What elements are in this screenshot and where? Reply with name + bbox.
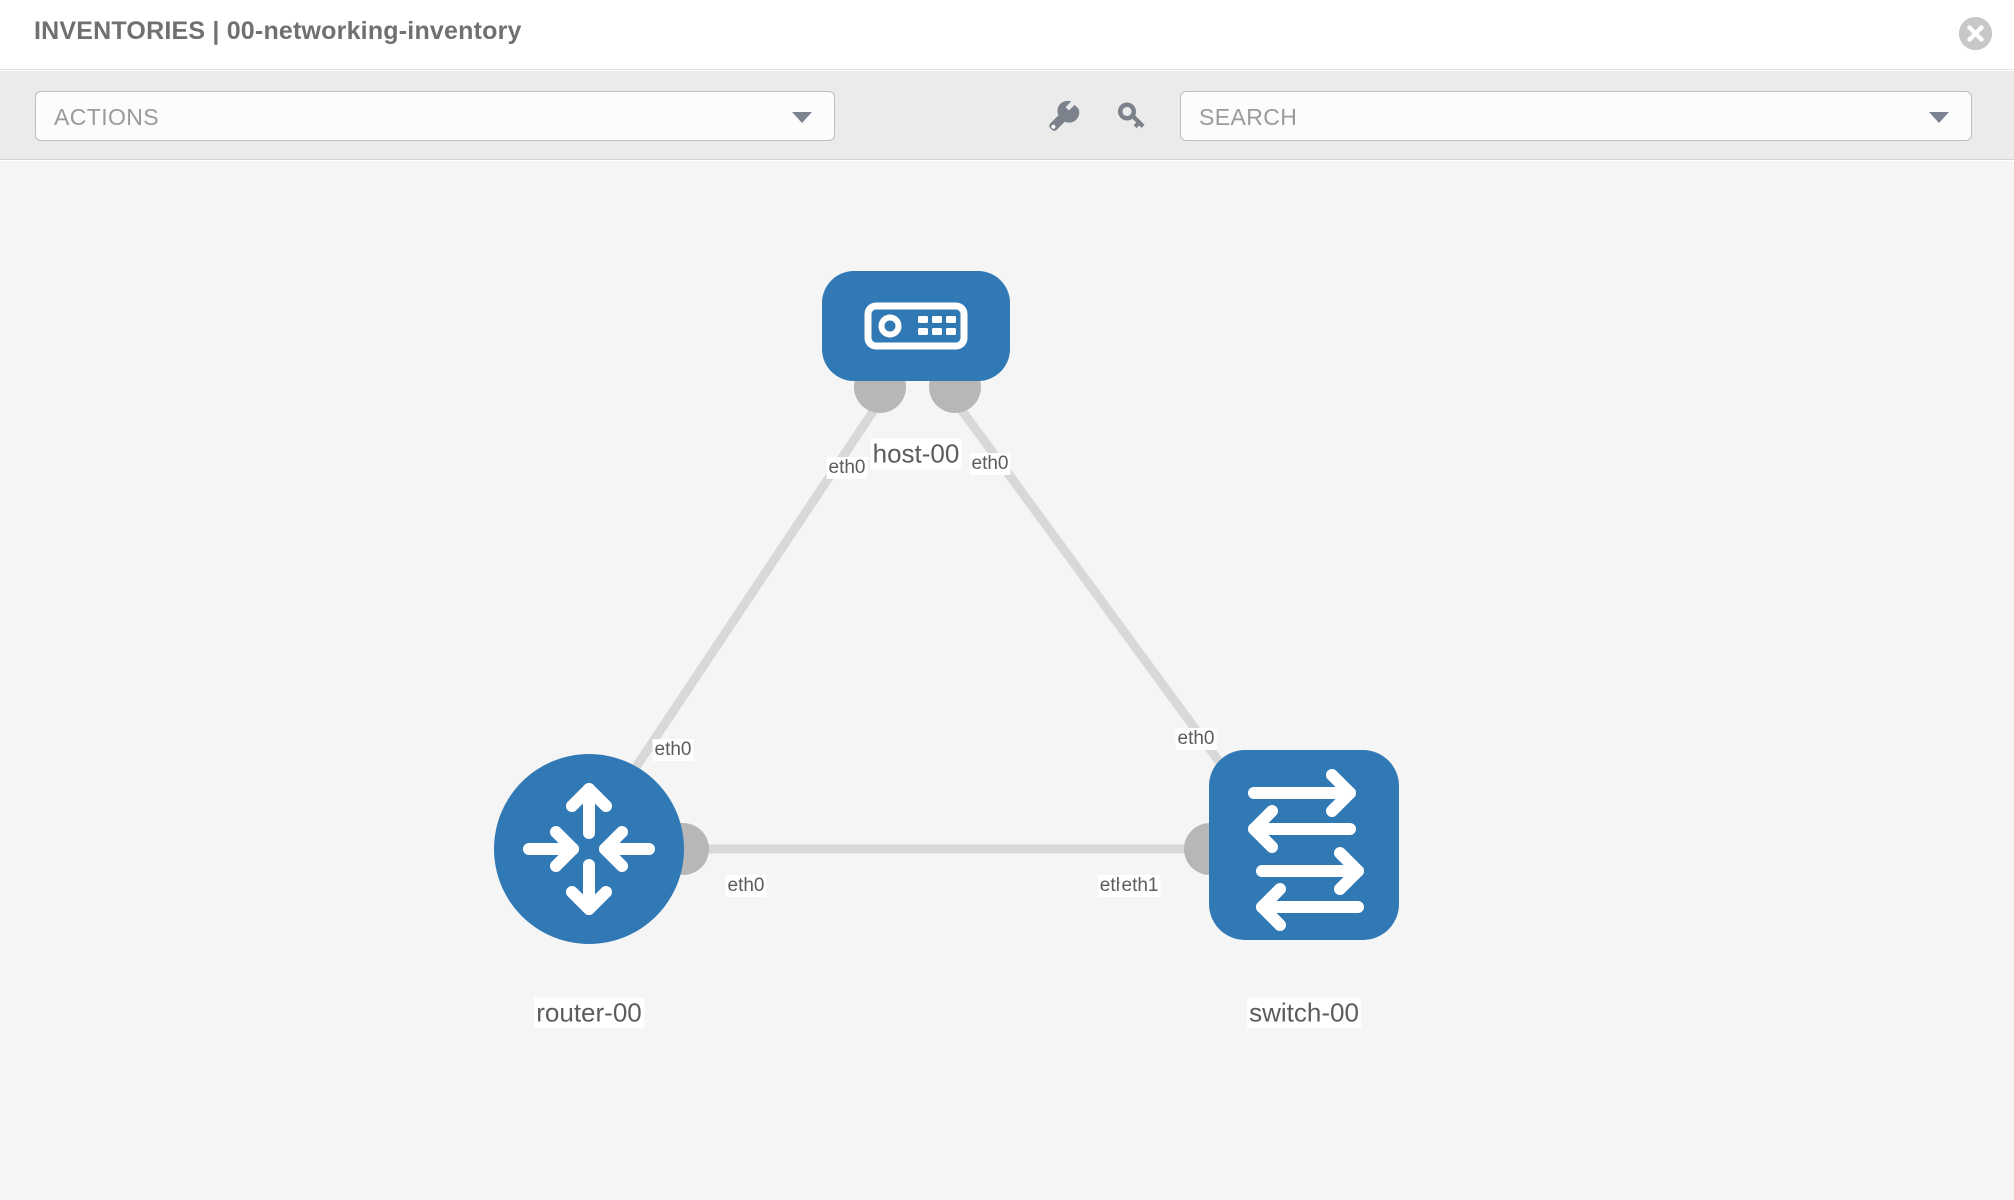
edge-label-router00-eth0[interactable]: eth0 bbox=[725, 875, 767, 897]
actions-dropdown[interactable]: ACTIONS bbox=[35, 91, 835, 141]
search-input[interactable]: SEARCH bbox=[1180, 91, 1972, 141]
key-button[interactable] bbox=[1112, 97, 1152, 137]
server-appliance-icon bbox=[864, 302, 968, 350]
edge-label-host00-eth0-right[interactable]: eth0 bbox=[969, 453, 1011, 475]
wrench-button[interactable] bbox=[1044, 97, 1084, 137]
node-switch-00[interactable] bbox=[1209, 750, 1399, 940]
node-router-00[interactable] bbox=[494, 754, 684, 944]
node-label-router-00[interactable]: router-00 bbox=[534, 997, 644, 1029]
topology-canvas[interactable]: host-00 router-00 switch-00 eth0 eth0 et… bbox=[0, 161, 2014, 1200]
edge-label-router00-eth0-up[interactable]: eth0 bbox=[652, 739, 694, 761]
toolbar: ACTIONS SEARCH bbox=[0, 71, 2014, 160]
node-label-switch-00[interactable]: switch-00 bbox=[1247, 997, 1361, 1029]
page-header: INVENTORIES | 00-networking-inventory bbox=[0, 0, 2014, 70]
actions-dropdown-label: ACTIONS bbox=[54, 104, 160, 130]
chevron-down-icon bbox=[792, 112, 812, 123]
edge-label-switch00-eth0-up[interactable]: eth0 bbox=[1175, 728, 1217, 750]
node-label-host-00[interactable]: host-00 bbox=[870, 438, 962, 470]
router-arrows-icon bbox=[523, 783, 655, 915]
wrench-icon bbox=[1049, 100, 1080, 131]
topology-graph bbox=[494, 271, 1399, 944]
switch-arrows-icon bbox=[1248, 769, 1364, 931]
node-host-00[interactable] bbox=[822, 271, 1010, 381]
edge-label-switch00-eth1[interactable]: eth1 bbox=[1119, 875, 1161, 897]
page-title: INVENTORIES | 00-networking-inventory bbox=[34, 17, 522, 45]
search-placeholder: SEARCH bbox=[1199, 104, 1298, 130]
edge-label-host00-eth0-left[interactable]: eth0 bbox=[826, 457, 868, 479]
chevron-down-icon[interactable] bbox=[1929, 112, 1949, 123]
close-circle-icon bbox=[1959, 17, 1992, 50]
close-button[interactable] bbox=[1959, 17, 1992, 50]
key-icon bbox=[1118, 102, 1145, 129]
